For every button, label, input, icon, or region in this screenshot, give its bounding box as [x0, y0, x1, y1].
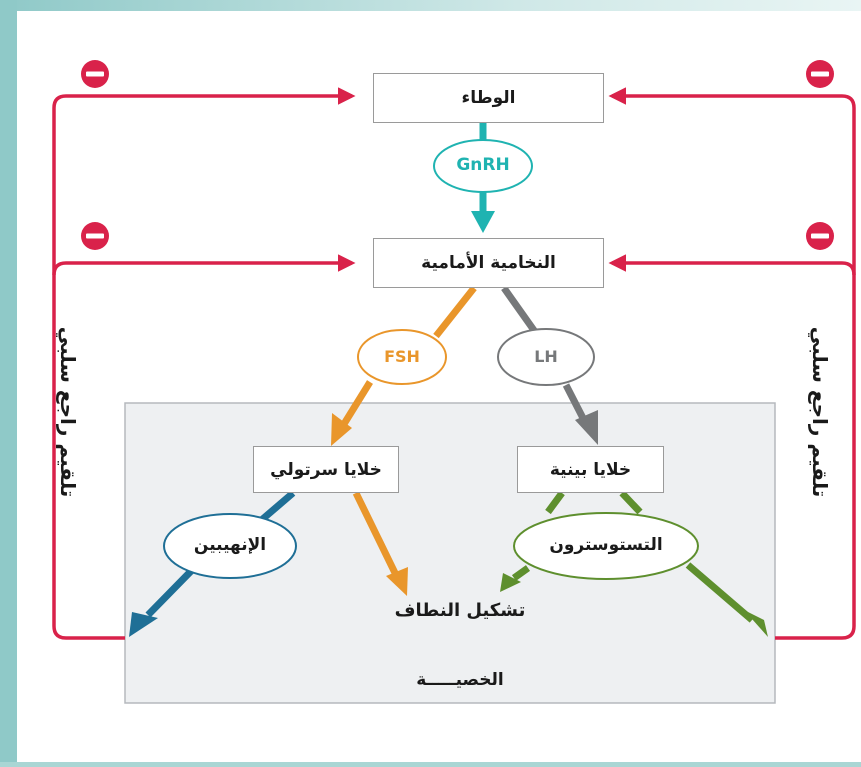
- feedback-line-right-outer: [608, 87, 856, 640]
- fsh-arrowhead: [331, 413, 352, 446]
- feedback-line-left-outer: [52, 87, 356, 640]
- minus-icon-mid-right: [806, 222, 834, 250]
- inhibin-ellipse: [163, 513, 297, 579]
- interstitial-cells-box: خلايا بينية: [517, 446, 664, 493]
- gnrh-ellipse: [433, 139, 533, 193]
- hypothalamus-box: الوطاء: [373, 73, 604, 123]
- fsh-spermatogenesis-line: [352, 491, 400, 577]
- minus-icon-top-left: [81, 60, 109, 88]
- gnrh-label: GnRH: [456, 155, 510, 175]
- minus-icon-mid-left: [81, 222, 109, 250]
- gnrh-arrowhead: [471, 211, 495, 233]
- frame-left-bar: [0, 0, 17, 767]
- fsh-line-top: [433, 285, 477, 339]
- inhibin-line-bottom: [145, 563, 199, 618]
- negative-feedback-label-right: تلقيم راجع سلبي: [808, 326, 832, 498]
- testosterone-line-right-top: [619, 490, 643, 515]
- feedback-line-right-inner: [608, 254, 856, 276]
- fsh-label: FSH: [384, 347, 420, 366]
- testosterone-spermatogenesis-arrowhead: [500, 573, 521, 592]
- spermatogenesis-arrowhead: [386, 567, 408, 596]
- frame-bottom-bar: [0, 762, 861, 767]
- testosterone-line-right-bottom: [685, 562, 755, 623]
- anterior-pituitary-box: النخامية الأمامية: [373, 238, 604, 288]
- testosterone-label: التستوسترون: [549, 535, 663, 555]
- fsh-ellipse: [357, 329, 447, 385]
- frame-top-bar: [0, 0, 861, 11]
- lh-line-top: [501, 285, 541, 339]
- lh-ellipse: [497, 328, 595, 386]
- minus-icon-top-right: [806, 60, 834, 88]
- sertoli-cells-box: خلايا سرتولي: [253, 446, 399, 493]
- inhibin-arrowhead: [129, 612, 158, 637]
- testosterone-line-left-bottom: [511, 565, 531, 581]
- inhibin-label: الإنهيبين: [193, 535, 267, 555]
- testis-label: الخصيـــــة: [416, 670, 504, 690]
- fsh-line-bottom: [341, 380, 373, 426]
- testosterone-ellipse: [513, 512, 699, 580]
- lh-label: LH: [534, 347, 558, 366]
- testosterone-outflow-arrowhead: [744, 610, 768, 637]
- testosterone-line-left-top: [545, 490, 565, 515]
- negative-feedback-label-left: تلقيم راجع سلبي: [56, 326, 80, 498]
- spermatogenesis-label: تشكيل النطاف: [394, 600, 526, 621]
- lh-arrowhead: [575, 410, 598, 445]
- feedback-line-left-inner: [52, 254, 356, 276]
